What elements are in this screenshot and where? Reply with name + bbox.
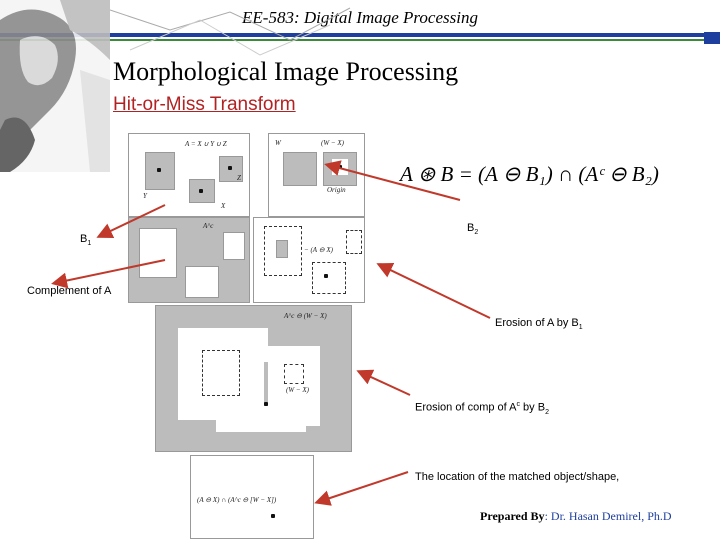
label-w: W [275, 139, 281, 147]
label-w-minus-x: (W − X) [321, 139, 344, 147]
sketch-lines [110, 7, 351, 56]
header-rule-block [704, 32, 720, 44]
header-rule-green [0, 39, 720, 41]
label-erosion-comp: Erosion of comp of Ac by B2 [415, 401, 549, 416]
label-b2: B2 [467, 222, 479, 237]
label-ac: A^c [203, 222, 214, 230]
label-location: The location of the matched object/shape… [415, 471, 620, 483]
label-intersection: (A ⊖ X) ∩ (A^c ⊖ [W − X]) [197, 496, 277, 504]
label-a-union: A = X ∪ Y ∪ Z [185, 140, 227, 148]
label-b1: B1 [80, 233, 92, 248]
origin-dot-x [157, 168, 161, 172]
arrow-erosion-comp [356, 369, 411, 396]
course-title: EE-583: Digital Image Processing [242, 8, 478, 27]
arrow-erosion-a [376, 263, 491, 319]
label-wx-inner: (W − X) [286, 386, 309, 394]
label-x: X [221, 202, 226, 210]
shape-w-minus-x [323, 152, 357, 186]
label-complement: Complement of A [27, 285, 112, 297]
figure-w: W (W − X) Origin [268, 133, 365, 217]
shape-w [283, 152, 317, 186]
header-rule-blue [0, 33, 720, 37]
origin-dot-y [199, 189, 203, 193]
label-erosion-a: Erosion of A by B1 [495, 317, 583, 332]
credit: Prepared By: Dr. Hasan Demirel, Ph.D [480, 509, 672, 523]
slide-title: Morphological Image Processing [113, 57, 459, 86]
figure-intersection: (A ⊖ X) ∩ (A^c ⊖ [W − X]) [190, 455, 314, 539]
label-y: Y [143, 192, 147, 200]
figure-ac-erosion-x: − (A ⊖ X) [253, 217, 365, 303]
figure-a-complement: A^c [128, 217, 250, 303]
label-ac-minus: − (A ⊖ X) [304, 246, 333, 254]
label-origin: Origin [327, 186, 346, 194]
label-ac-erosion: A^c ⊖ (W − X) [284, 312, 327, 320]
figure-a-union: A = X ∪ Y ∪ Z Y Z X [128, 133, 250, 217]
slide-subtitle: Hit-or-Miss Transform [113, 94, 296, 115]
arrow-location [314, 471, 409, 506]
label-z: Z [237, 174, 241, 182]
lena-sketch-image [0, 0, 110, 172]
hit-or-miss-formula: A ⊛ B = (A ⊖ B₁) ∩ (Aᶜ ⊖ B₂) [400, 162, 659, 186]
origin-dot-z [228, 166, 232, 170]
figure-ac-erosion-wx: A^c ⊖ (W − X) (W − X) [155, 305, 352, 452]
